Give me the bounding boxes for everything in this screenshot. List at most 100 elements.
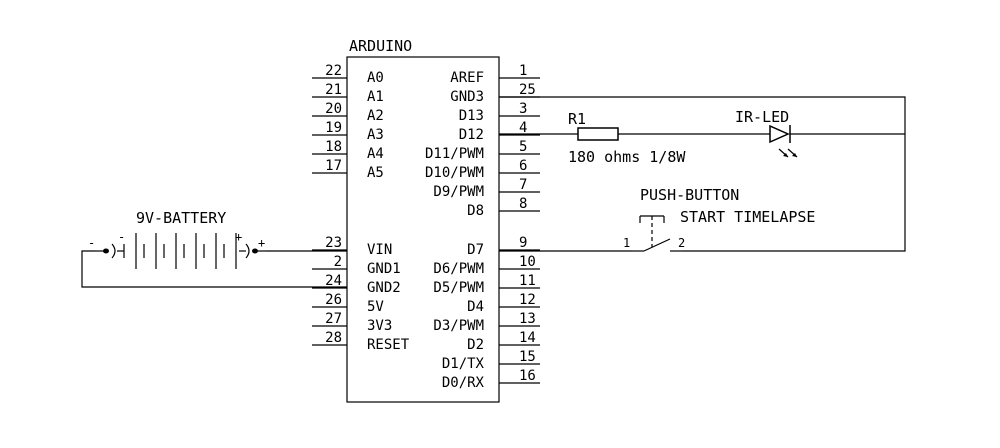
pin-label: RESET <box>367 337 410 353</box>
battery-minus-inner: - <box>118 230 125 244</box>
right-pin: 3 D13 <box>459 101 540 124</box>
right-pin: 13 D3/PWM <box>433 311 540 334</box>
pin-label: D10/PWM <box>425 165 484 181</box>
button-label: START TIMELAPSE <box>680 208 815 226</box>
resistor-value: 180 ohms 1/8W <box>568 148 686 166</box>
pin-number: 12 <box>519 292 536 308</box>
left-pin: 17 A5 <box>312 158 384 181</box>
pin-label: D6/PWM <box>433 261 484 277</box>
pin-label: D7 <box>467 242 484 258</box>
ir-led-symbol <box>769 124 905 158</box>
battery-plus-outer: + <box>258 236 265 250</box>
pin-number: 17 <box>325 158 342 174</box>
pin-number: 10 <box>519 254 536 270</box>
pin-number: 22 <box>325 63 342 79</box>
pin-label: GND2 <box>367 280 401 296</box>
left-pin: 20 A2 <box>312 101 384 124</box>
left-pin: 26 5V <box>312 292 384 315</box>
right-pin: 12 D4 <box>467 292 540 315</box>
wire-battery-minus-gnd2 <box>81 250 347 288</box>
left-pin: 2 GND1 <box>312 254 401 277</box>
pin-label: GND1 <box>367 261 401 277</box>
pin-label: A4 <box>367 146 384 162</box>
button-pin2: 2 <box>678 236 685 250</box>
led-label: IR-LED <box>735 108 789 126</box>
left-pin: 18 A4 <box>312 139 384 162</box>
pin-label: D1/TX <box>442 356 485 372</box>
wire-gnd3-loop <box>499 96 906 252</box>
pin-label: D8 <box>467 203 484 219</box>
battery-minus-outer: - <box>88 236 95 250</box>
arduino-body <box>346 56 500 403</box>
pin-label: D12 <box>459 127 484 143</box>
push-button-symbol <box>632 215 683 252</box>
resistor-symbol <box>577 127 619 141</box>
pin-number: 24 <box>325 273 342 289</box>
right-pin: 16 D0/RX <box>442 368 540 391</box>
right-pin: 4 D12 <box>459 120 540 143</box>
pin-number: 19 <box>325 120 342 136</box>
pin-number: 26 <box>325 292 342 308</box>
pin-label: GND3 <box>450 89 484 105</box>
pin-number: 14 <box>519 330 536 346</box>
right-pin: 15 D1/TX <box>442 349 540 372</box>
pin-number: 1 <box>519 63 527 79</box>
left-pin: 21 A1 <box>312 82 384 105</box>
pin-number: 3 <box>519 101 527 117</box>
pin-label: AREF <box>450 70 484 86</box>
arduino-title: ARDUINO <box>349 37 412 55</box>
pin-number: 27 <box>325 311 342 327</box>
pin-number: 4 <box>519 120 527 136</box>
button-pin1: 1 <box>623 236 630 250</box>
pin-number: 20 <box>325 101 342 117</box>
pin-label: 5V <box>367 299 384 315</box>
right-pin: 14 D2 <box>467 330 540 353</box>
left-pin: 27 3V3 <box>312 311 392 334</box>
pin-number: 6 <box>519 158 527 174</box>
left-pin: 22 A0 <box>312 63 384 86</box>
pin-label: D0/RX <box>442 375 485 391</box>
pin-number: 5 <box>519 139 527 155</box>
pin-label: A5 <box>367 165 384 181</box>
right-pin: 7D9/PWM <box>433 177 540 200</box>
pin-label: A2 <box>367 108 384 124</box>
pin-number: 15 <box>519 349 536 365</box>
resistor-name: R1 <box>568 110 586 128</box>
pin-number: 2 <box>334 254 342 270</box>
left-pin: 28 RESET <box>312 330 410 353</box>
battery-label: 9V-BATTERY <box>136 209 226 227</box>
pin-number: 7 <box>519 177 527 193</box>
pin-number: 18 <box>325 139 342 155</box>
pin-number: 9 <box>519 235 527 251</box>
pin-number: 16 <box>519 368 536 384</box>
pin-label: A3 <box>367 127 384 143</box>
pin-number: 25 <box>519 82 536 98</box>
right-pin: 8 D8 <box>467 196 540 219</box>
pin-label: 3V3 <box>367 318 392 334</box>
right-pin: 1 AREF <box>450 63 540 86</box>
pin-label: D11/PWM <box>425 146 484 162</box>
pin-label: A0 <box>367 70 384 86</box>
pin-label: D5/PWM <box>433 280 484 296</box>
pin-label: A1 <box>367 89 384 105</box>
battery-symbol <box>95 233 266 269</box>
left-pin: 19 A3 <box>312 120 384 143</box>
pin-number: 13 <box>519 311 536 327</box>
pin-number: 28 <box>325 330 342 346</box>
battery-plus-inner: + <box>235 230 242 244</box>
right-pin: 10 D6/PWM <box>433 254 540 277</box>
pin-number: 21 <box>325 82 342 98</box>
pin-label: D3/PWM <box>433 318 484 334</box>
pin-label: D2 <box>467 337 484 353</box>
right-pins: 1 AREF 25 GND3 3 D13 4 D12 5 D11/PWM 6 D10/PWM7D9/P… <box>425 63 540 391</box>
pin-label: D13 <box>459 108 484 124</box>
right-pin: 6 D10/PWM <box>425 158 540 181</box>
pin-label: VIN <box>367 242 392 258</box>
button-name: PUSH-BUTTON <box>640 186 739 204</box>
pin-label: D4 <box>467 299 484 315</box>
pin-number: 8 <box>519 196 527 212</box>
